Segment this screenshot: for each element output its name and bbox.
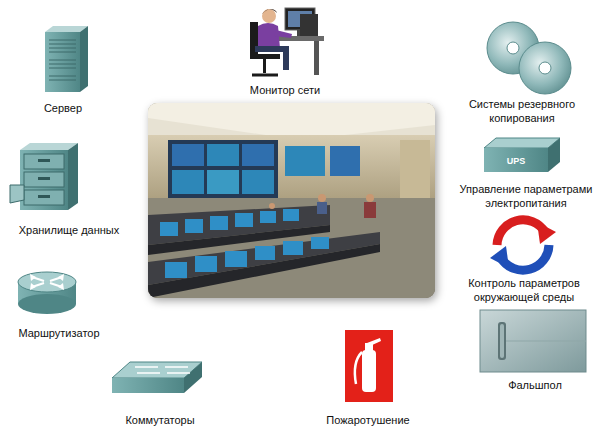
icon-text: UPS xyxy=(496,156,536,166)
device-label: Фальшпол xyxy=(485,378,585,392)
server-icon xyxy=(45,26,88,92)
network-monitor-icon xyxy=(250,8,324,75)
device-label: Системы резервного копирования xyxy=(457,97,587,125)
device-label: Коммутаторы xyxy=(105,413,215,427)
device-label: Контроль параметров окружающей среды xyxy=(454,276,594,304)
ups-icon xyxy=(484,138,560,172)
backup-discs-icon xyxy=(487,22,571,94)
switch-icon xyxy=(112,362,202,393)
storage-cabinet-icon xyxy=(10,143,78,210)
router-icon xyxy=(18,272,76,314)
device-label: Маршрутизатор xyxy=(4,326,114,340)
fire-extinguisher-icon xyxy=(345,330,393,402)
device-label: Пожаротушение xyxy=(308,413,428,427)
raised-floor-icon xyxy=(480,310,586,372)
device-label: Монитор сети xyxy=(230,83,340,97)
control-room-photo xyxy=(148,103,435,298)
device-label: Сервер xyxy=(18,101,108,115)
environment-arrows-icon xyxy=(490,220,556,270)
device-label: Управление параметрами электропитания xyxy=(456,182,596,210)
device-label: Хранилище данных xyxy=(4,223,134,237)
